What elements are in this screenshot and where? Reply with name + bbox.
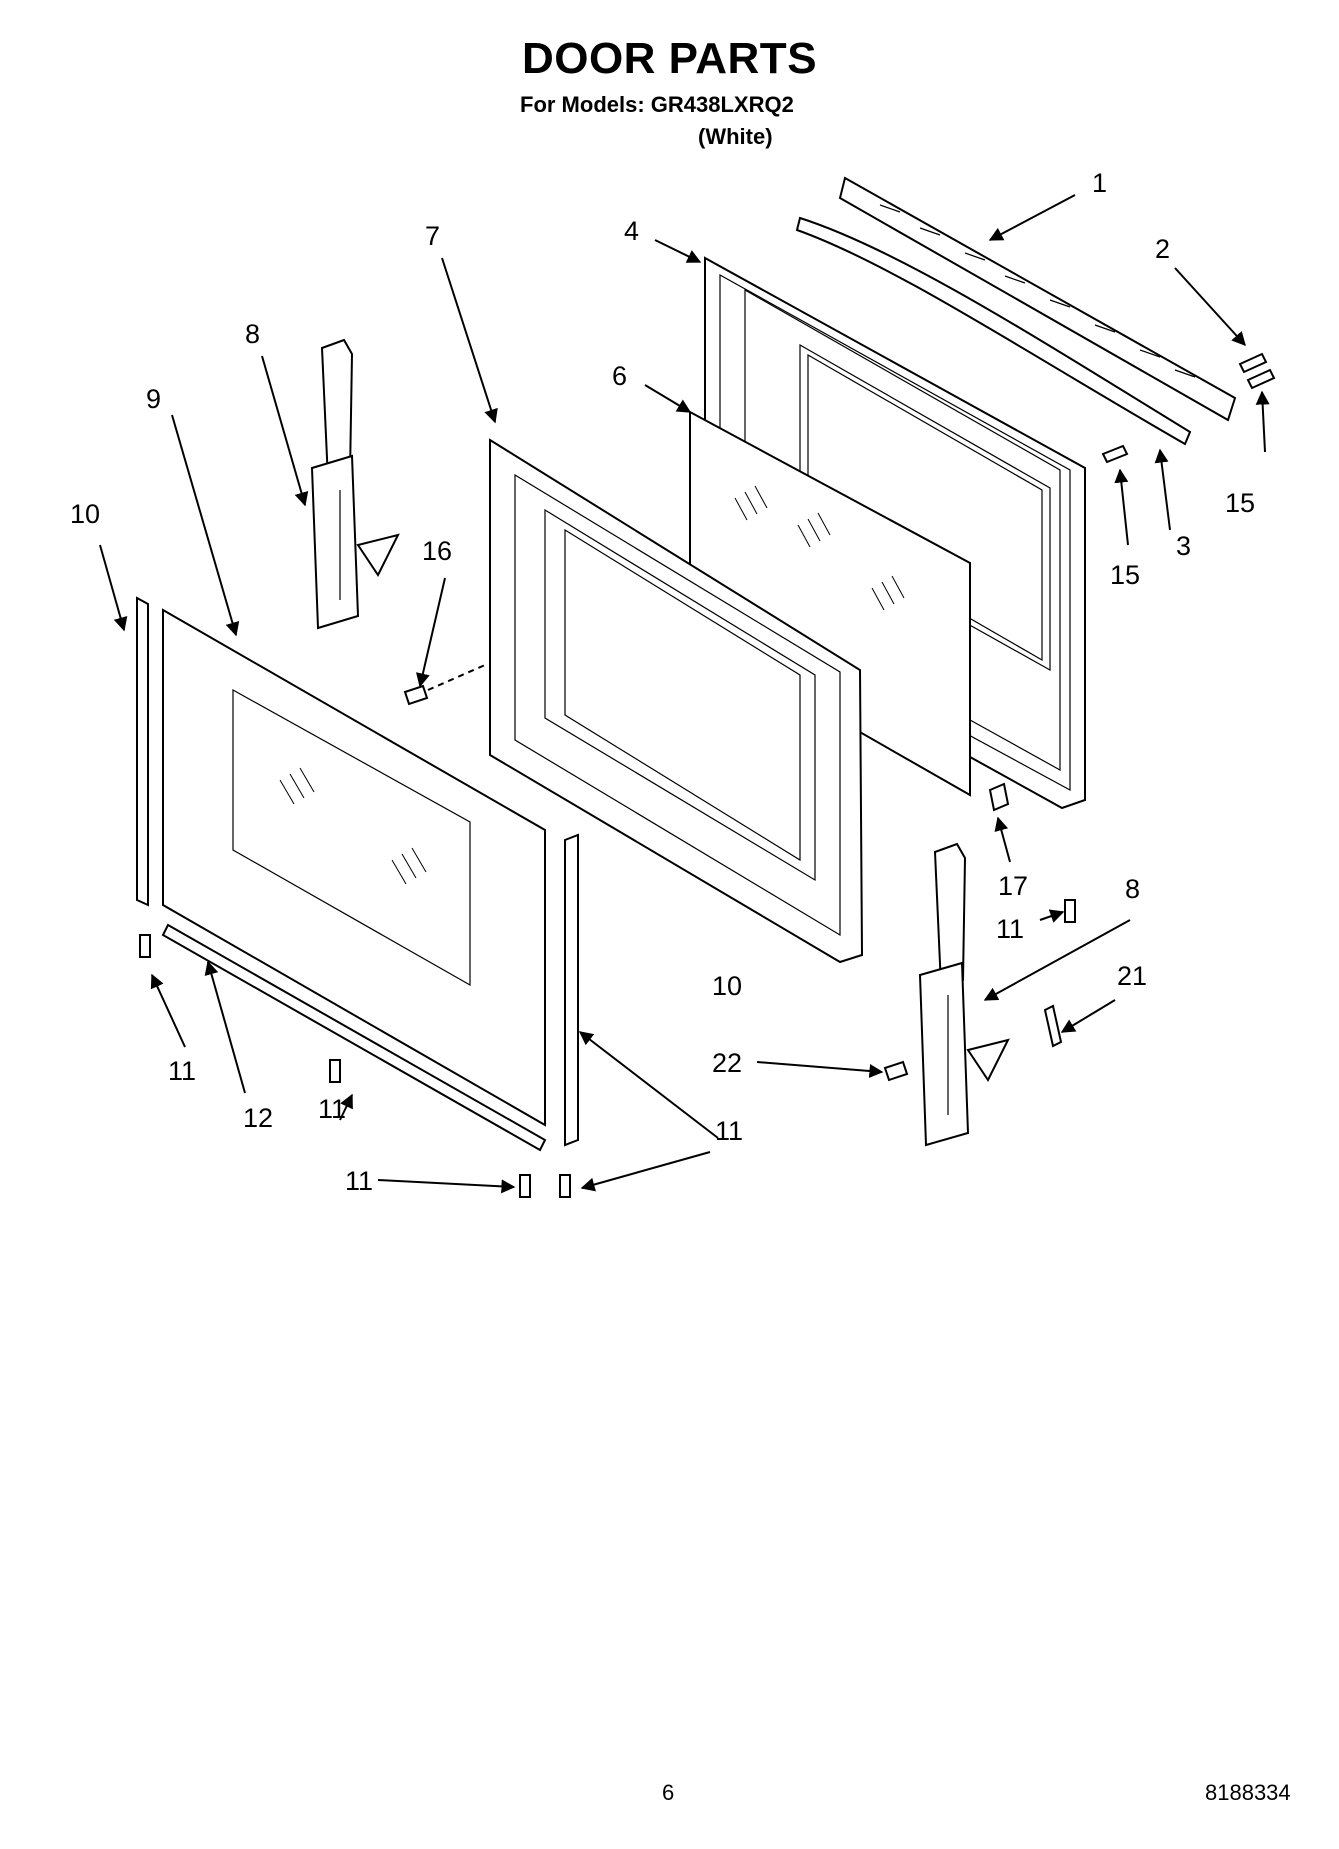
callout-11-bottom-right: 11	[715, 1116, 743, 1146]
callout-15-mid: 15	[1110, 560, 1140, 590]
callout-11-bottom: 11	[345, 1166, 373, 1196]
callout-11-center: 11	[318, 1094, 346, 1124]
callout-11-right: 11	[996, 914, 1024, 944]
side-trim-left-part-10	[136, 596, 149, 907]
callout-4: 4	[624, 216, 639, 246]
callout-15-right: 15	[1225, 488, 1255, 518]
callout-11-left: 11	[168, 1056, 196, 1086]
callout-9: 9	[146, 384, 161, 414]
callout-2: 2	[1155, 234, 1170, 264]
door-handle-part-3	[795, 216, 1192, 446]
document-number: 8188334	[1205, 1780, 1291, 1805]
clip-part-17	[988, 782, 1010, 812]
callout-1: 1	[1092, 168, 1107, 198]
hinge-left-part-8	[310, 338, 400, 630]
callout-12: 12	[243, 1103, 273, 1133]
callout-8-right: 8	[1125, 874, 1140, 904]
screws-part-11	[139, 899, 1076, 1198]
callout-8-left: 8	[245, 319, 260, 349]
callout-10-right: 10	[712, 971, 742, 1001]
leader-lines	[99, 194, 1270, 1194]
screw-group-top	[1101, 352, 1276, 464]
page-number: 6	[662, 1780, 675, 1805]
screw-guide-line	[427, 664, 486, 691]
inner-glass-part-6	[689, 410, 971, 797]
callout-6: 6	[612, 361, 627, 391]
callout-7: 7	[425, 221, 440, 251]
door-liner-part-7	[489, 438, 864, 964]
callout-3: 3	[1176, 531, 1191, 561]
screw-part-22	[883, 1060, 909, 1082]
models-line: For Models: GR438LXRQ2	[520, 92, 794, 117]
callout-22: 22	[712, 1048, 742, 1078]
side-trim-right-part-10	[564, 833, 579, 1147]
screw-part-16	[403, 684, 429, 706]
callout-labels: 1 2 3 4 6 7 8 9 10 15 15 16 17 11 8 21 1…	[70, 168, 1255, 1196]
outer-glass-part-9	[162, 608, 546, 1127]
hinge-right-part-8	[918, 842, 1010, 1147]
finish-label: (White)	[698, 124, 773, 149]
bottom-trim-part-12	[161, 923, 547, 1152]
callout-17: 17	[998, 871, 1028, 901]
bracket-part-21	[1043, 1004, 1063, 1048]
callout-21: 21	[1117, 961, 1147, 991]
vent-trim-part-1	[838, 176, 1237, 422]
callout-16: 16	[422, 536, 452, 566]
page-title: DOOR PARTS	[521, 34, 818, 83]
callout-10-left: 10	[70, 499, 100, 529]
